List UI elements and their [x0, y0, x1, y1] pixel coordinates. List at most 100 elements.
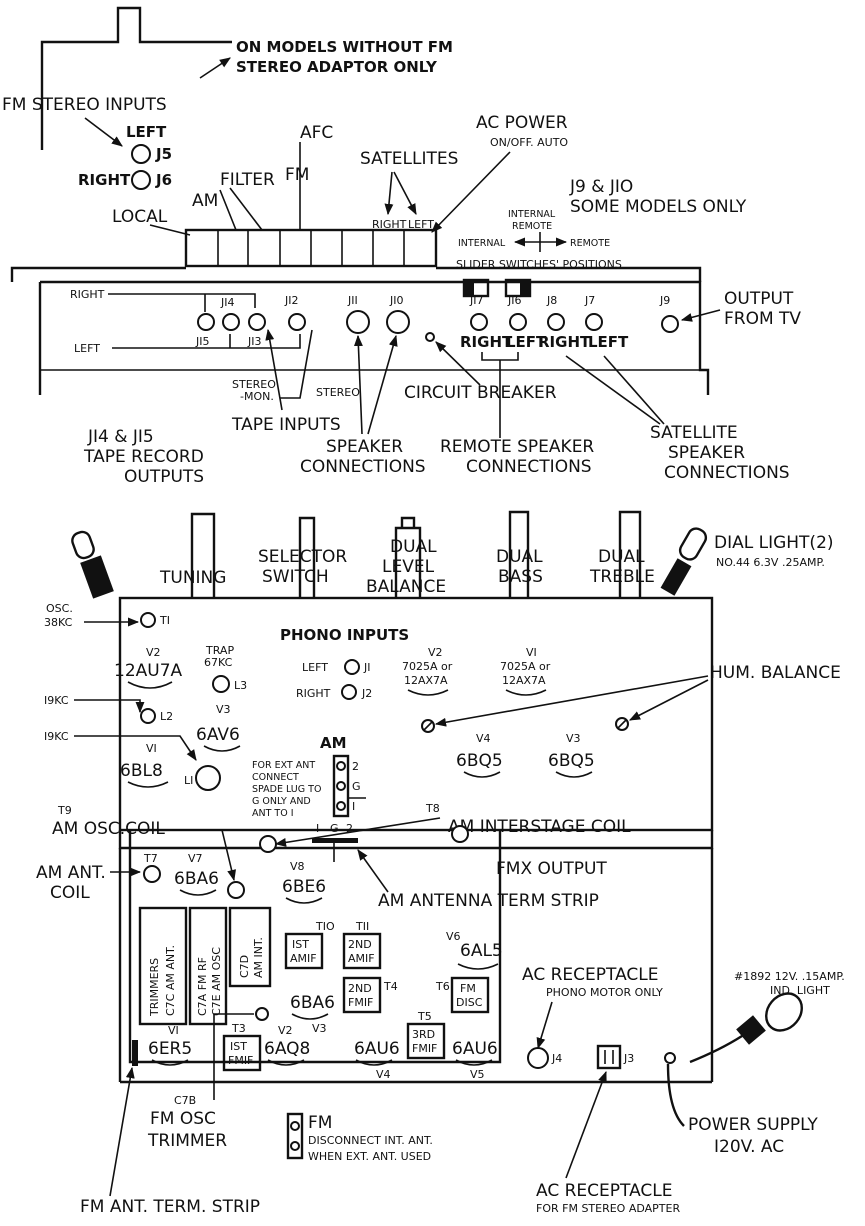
j14-label: JI4 [220, 296, 235, 309]
v2c-tube: 6AQ8 [264, 1039, 310, 1059]
j8-label: J8 [546, 294, 557, 307]
fm-term-strip [286, 1112, 304, 1160]
t5-label: T5 [417, 1010, 432, 1023]
j7-jack [585, 313, 603, 331]
kc19-b: I9KC [44, 730, 69, 743]
j15-jack [197, 313, 215, 331]
internal-remote-1: INTERNAL [508, 209, 556, 220]
satellite-speaker-2: SPEAKER [668, 443, 745, 463]
v1b-tube-1: 7025A or [500, 660, 551, 673]
c7b-label: C7B [174, 1094, 196, 1107]
3rd-fmif-1: 3RD [412, 1028, 435, 1041]
slider-switches [462, 278, 532, 298]
j9-label: J9 [659, 294, 670, 307]
v3r-tube: 6BQ5 [548, 751, 595, 771]
ext-ant-5: ANT TO I [252, 808, 294, 819]
fm-label: FM [285, 165, 309, 185]
trimmers-box [138, 906, 188, 1026]
j8-jack [547, 313, 565, 331]
note-line-1: ON MODELS WITHOUT FM [236, 38, 453, 56]
ist-fmif-box [222, 1034, 262, 1072]
circuit-breaker-label: CIRCUIT BREAKER [404, 383, 557, 403]
strip-pin-g: G [330, 822, 339, 835]
ist-fmif-2: FMIF [228, 1054, 253, 1067]
kc19-a: I9KC [44, 694, 69, 707]
v6-label: V6 [446, 930, 461, 943]
remote-arrow-label: REMOTE [570, 238, 610, 249]
v3r-label: V3 [566, 732, 581, 745]
j14-jack [222, 313, 240, 331]
speaker-conn-2: CONNECTIONS [300, 457, 426, 477]
v4-label: V4 [476, 732, 491, 745]
v4b-tube: 6AU6 [354, 1039, 400, 1059]
j15-label: JI5 [195, 335, 210, 348]
v5-tube: 6AU6 [452, 1039, 498, 1059]
j9-j10-line-2: SOME MODELS ONLY [570, 197, 747, 217]
v4b-label: V4 [376, 1068, 391, 1081]
hum-balance-label: HUM. BALANCE [710, 663, 841, 683]
output-from-tv-1: OUTPUT [724, 289, 794, 309]
ext-ant-1: FOR EXT ANT [252, 760, 315, 771]
remote-right-label: RIGHT [460, 333, 513, 351]
selector-2: SWITCH [262, 567, 329, 587]
fm-disc-1: FM [460, 982, 476, 995]
am-interstage-label: AM INTERSTAGE COIL [448, 817, 631, 837]
sat-right-label: RIGHT [372, 218, 407, 231]
v2b-tube-1: 7025A or [402, 660, 453, 673]
stereo-mon-1: STEREO [232, 378, 276, 391]
fm-osc-1: FM OSC [150, 1109, 216, 1129]
strip-pin-1: I [316, 822, 319, 835]
t8-coil [259, 835, 277, 853]
v1c-tube: 6ER5 [148, 1039, 192, 1059]
j1-jack [344, 659, 360, 675]
ac-recep-2-label: AC RECEPTACLE [536, 1181, 673, 1201]
phono-right-label: RIGHT [296, 687, 331, 700]
ext-ant-4: G ONLY AND [252, 796, 311, 807]
fmx-output-jack [451, 825, 469, 843]
fm-disc-box [450, 976, 490, 1014]
l1-coil [195, 765, 221, 791]
fmx-output-label: FMX OUTPUT [496, 859, 607, 879]
dual-bass-1: DUAL [496, 547, 543, 567]
am-antenna-term-strip [312, 838, 358, 843]
2nd-amif-1: 2ND [348, 938, 372, 951]
j5-label: J5 [155, 145, 172, 163]
fm-ant-term-strip [132, 1040, 138, 1066]
trap-1: TRAP [205, 644, 234, 657]
selector-1: SELECTOR [258, 547, 347, 567]
rear-jacks [197, 310, 679, 342]
l3-coil [212, 675, 230, 693]
j5-jack [131, 144, 151, 164]
3rd-fmif-2: FMIF [412, 1042, 437, 1055]
j17-label: JI7 [469, 294, 484, 307]
internal-remote-2: REMOTE [512, 221, 552, 232]
dual-level-1: DUAL [390, 537, 437, 557]
v2c-label: V2 [278, 1024, 293, 1037]
stereo-label: STEREO [316, 386, 360, 399]
l3-label: L3 [234, 679, 247, 692]
v3-label: V3 [216, 703, 231, 716]
j11-jack [346, 310, 370, 334]
fm-left-label: LEFT [126, 123, 167, 141]
am-ant-coil-2: COIL [50, 883, 90, 903]
trimmers-1: TRIMMERS [148, 958, 161, 1017]
speaker-conn-1: SPEAKER [326, 437, 403, 457]
trap-2: 67KC [204, 656, 233, 669]
fm-stereo-inputs-label: FM STEREO INPUTS [2, 95, 167, 115]
ind-light-icon [689, 992, 803, 1064]
dual-level-3: BALANCE [366, 577, 446, 597]
v1c-label: VI [168, 1024, 179, 1037]
j7-label: J7 [584, 294, 595, 307]
tuning-label: TUNING [159, 568, 226, 588]
phono-left-label: LEFT [302, 661, 328, 674]
j12-label: JI2 [284, 294, 299, 307]
t6-label: T6 [435, 980, 450, 993]
t7-label: T7 [143, 852, 158, 865]
fm-disc-2: DISC [456, 996, 483, 1009]
j10-label: JI0 [389, 294, 404, 307]
v1b-label: VI [526, 646, 537, 659]
j17-jack [470, 313, 488, 331]
circuit-breaker-point [425, 332, 435, 342]
osc-label-2: 38KC [44, 616, 73, 629]
